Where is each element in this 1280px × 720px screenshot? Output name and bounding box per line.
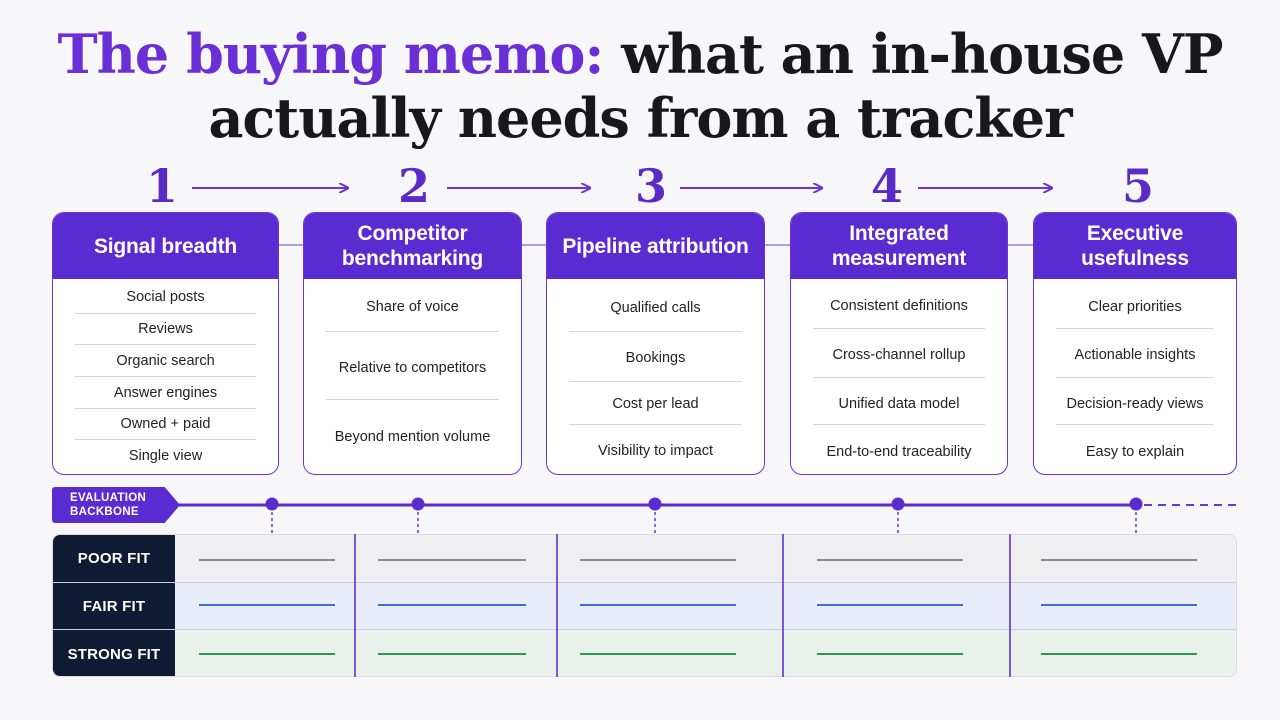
step-number-2: 2	[397, 159, 430, 213]
grid-column-divider	[556, 534, 558, 677]
divider	[813, 377, 985, 378]
divider	[75, 408, 256, 409]
card-signal-breadth: Signal breadth Social posts Reviews Orga…	[52, 212, 279, 475]
divider	[75, 344, 256, 345]
card-item: Organic search	[116, 353, 215, 369]
card-items: Consistent definitions Cross-channel rol…	[791, 279, 1007, 474]
card-integrated-measurement: Integrated measurement Consistent defini…	[790, 212, 1008, 475]
fit-line	[1041, 653, 1197, 655]
card-item: Decision-ready views	[1066, 396, 1204, 412]
fit-line	[378, 559, 526, 561]
card-item: Owned + paid	[120, 416, 211, 432]
card-item: Unified data model	[838, 396, 960, 412]
card-items: Qualified calls Bookings Cost per lead V…	[547, 279, 764, 474]
divider	[326, 331, 499, 332]
fit-line	[378, 604, 526, 606]
grid-column-divider	[1009, 534, 1011, 677]
card-competitor-benchmarking: Competitor benchmarking Share of voice R…	[303, 212, 522, 475]
divider	[569, 331, 742, 332]
card-item: Actionable insights	[1074, 347, 1196, 363]
divider	[1056, 424, 1214, 425]
card-item: Relative to competitors	[338, 360, 487, 376]
divider	[569, 424, 742, 425]
evaluation-backbone-tag: EVALUATION BACKBONE	[52, 487, 180, 523]
card-item: Clear priorities	[1088, 299, 1182, 315]
card-items: Social posts Reviews Organic search Answ…	[53, 279, 278, 474]
backbone-node	[648, 497, 662, 511]
divider	[569, 381, 742, 382]
fit-line	[1041, 559, 1197, 561]
card-item: Single view	[128, 448, 203, 464]
card-items: Share of voice Relative to competitors B…	[304, 279, 521, 474]
fit-label: STRONG FIT	[53, 630, 175, 676]
step-number-1: 1	[145, 159, 178, 213]
title-accent: The buying memo:	[57, 22, 604, 86]
card-item: Reviews	[138, 321, 193, 337]
card-heading: Competitor benchmarking	[304, 213, 521, 279]
fit-line	[817, 653, 963, 655]
card-item: Easy to explain	[1085, 444, 1185, 460]
divider	[75, 439, 256, 440]
card-item: Cost per lead	[612, 396, 699, 412]
backbone-label-line-2: BACKBONE	[70, 506, 139, 518]
card-item: Share of voice	[366, 299, 459, 315]
step-number-4: 4	[870, 159, 903, 213]
backbone-node	[411, 497, 425, 511]
divider	[75, 376, 256, 377]
fit-label: FAIR FIT	[53, 583, 175, 629]
fit-line	[1041, 604, 1197, 606]
backbone-nodes	[265, 497, 1143, 511]
fit-line	[580, 653, 736, 655]
title-line-2: actually needs from a tracker	[208, 86, 1072, 150]
divider	[326, 399, 499, 400]
fit-line	[199, 604, 335, 606]
card-item: Cross-channel rollup	[832, 347, 966, 363]
card-heading: Pipeline attribution	[547, 213, 764, 279]
step-number-5: 5	[1121, 159, 1154, 213]
backbone-label-line-1: EVALUATION	[70, 492, 147, 504]
fit-line	[580, 604, 736, 606]
step-number-3: 3	[634, 159, 667, 213]
card-item: End-to-end traceability	[826, 444, 972, 460]
divider	[813, 328, 985, 329]
grid-column-divider	[354, 534, 356, 677]
card-item: Social posts	[126, 289, 205, 305]
fit-line	[378, 653, 526, 655]
grid-column-divider	[782, 534, 784, 677]
title-line-1: The buying memo: what an in-house VP	[0, 22, 1280, 86]
fit-row-poor: POOR FIT	[53, 535, 1236, 582]
card-item: Visibility to impact	[598, 443, 713, 459]
fit-row-strong: STRONG FIT	[53, 629, 1236, 676]
divider	[813, 424, 985, 425]
backbone-node	[265, 497, 279, 511]
fit-line	[817, 559, 963, 561]
page-title: The buying memo: what an in-house VP act…	[0, 22, 1280, 150]
fit-line	[199, 653, 335, 655]
fit-label: POOR FIT	[53, 535, 175, 582]
fit-line	[580, 559, 736, 561]
card-item: Consistent definitions	[830, 298, 968, 314]
card-pipeline-attribution: Pipeline attribution Qualified calls Boo…	[546, 212, 765, 475]
card-heading: Integrated measurement	[791, 213, 1007, 279]
fit-line	[199, 559, 335, 561]
backbone-drops	[271, 512, 1137, 534]
card-items: Clear priorities Actionable insights Dec…	[1034, 279, 1236, 474]
divider	[1056, 328, 1214, 329]
card-item: Qualified calls	[610, 300, 701, 316]
fit-grid: POOR FIT FAIR FIT STRONG FIT	[52, 534, 1237, 677]
card-item: Bookings	[625, 350, 686, 366]
title-line-1-rest: what an in-house VP	[621, 22, 1223, 86]
card-item: Beyond mention volume	[334, 429, 491, 445]
card-heading: Executive usefulness	[1034, 213, 1236, 279]
fit-row-fair: FAIR FIT	[53, 582, 1236, 629]
divider	[1056, 377, 1214, 378]
card-executive-usefulness: Executive usefulness Clear priorities Ac…	[1033, 212, 1237, 475]
card-heading: Signal breadth	[53, 213, 278, 279]
card-item: Answer engines	[113, 385, 218, 401]
backbone-node	[891, 497, 905, 511]
backbone-node	[1129, 497, 1143, 511]
fit-line	[817, 604, 963, 606]
divider	[75, 313, 256, 314]
